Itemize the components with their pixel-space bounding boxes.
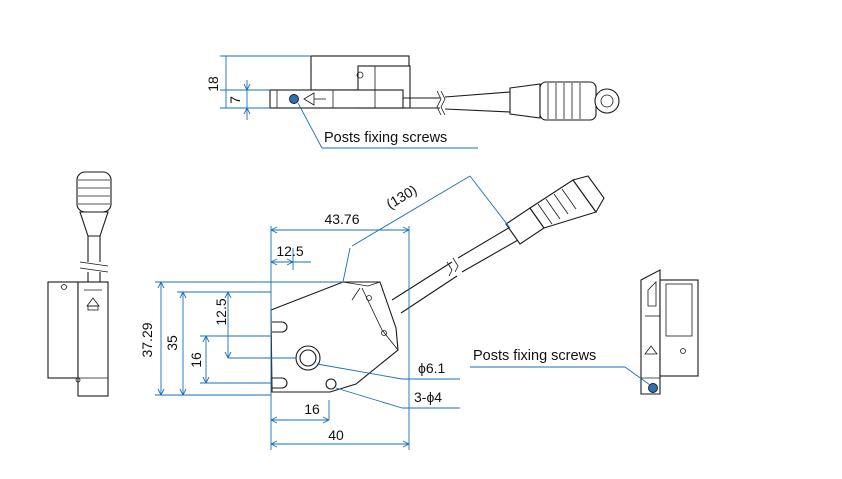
dim-front-width-43-76: 43.76 <box>324 211 359 227</box>
dim-front-height-37-29: 37.29 <box>139 322 155 357</box>
right-fixing-screw <box>648 383 658 393</box>
top-base-plate <box>269 89 404 109</box>
top-connector-plug <box>594 88 620 114</box>
left-body-block <box>47 281 79 379</box>
dim-front-hole-6-1: ϕ6.1 <box>418 360 446 376</box>
right-view: Posts fixing screws <box>470 269 699 395</box>
dim-front-cable-130: (130) <box>383 181 419 212</box>
top-fixing-screw <box>289 94 299 104</box>
dim-front-vertical-12-5: 12.5 <box>213 298 229 325</box>
front-hole-lower <box>325 378 337 390</box>
dim-top-height-18: 18 <box>205 76 221 92</box>
front-body-plate <box>270 281 399 393</box>
dim-front-vertical-16: 16 <box>188 352 204 368</box>
top-view: 18 7 Posts fixing screws <box>205 55 620 149</box>
dim-front-holes-3x4: 3-ϕ4 <box>414 389 442 405</box>
left-base-plate <box>77 281 109 397</box>
dim-front-height-35: 35 <box>164 335 180 351</box>
dim-front-offset-12-5: 12.5 <box>276 243 303 259</box>
top-callout-posts-fixing-screws: Posts fixing screws <box>324 130 447 146</box>
dim-top-height-7: 7 <box>227 96 243 104</box>
right-body-plate <box>640 269 661 395</box>
dim-front-bottom-40: 40 <box>328 427 344 443</box>
top-connector-strain-relief <box>509 83 541 119</box>
top-connector-body <box>539 81 597 121</box>
left-connector-body <box>76 171 112 213</box>
front-view: 43.76 (130) 12.5 37.29 35 12.5 16 ϕ6.1 <box>139 175 605 450</box>
left-view <box>47 171 112 397</box>
dim-front-bottom-16: 16 <box>304 401 320 417</box>
right-callout-posts-fixing-screws: Posts fixing screws <box>473 348 596 364</box>
